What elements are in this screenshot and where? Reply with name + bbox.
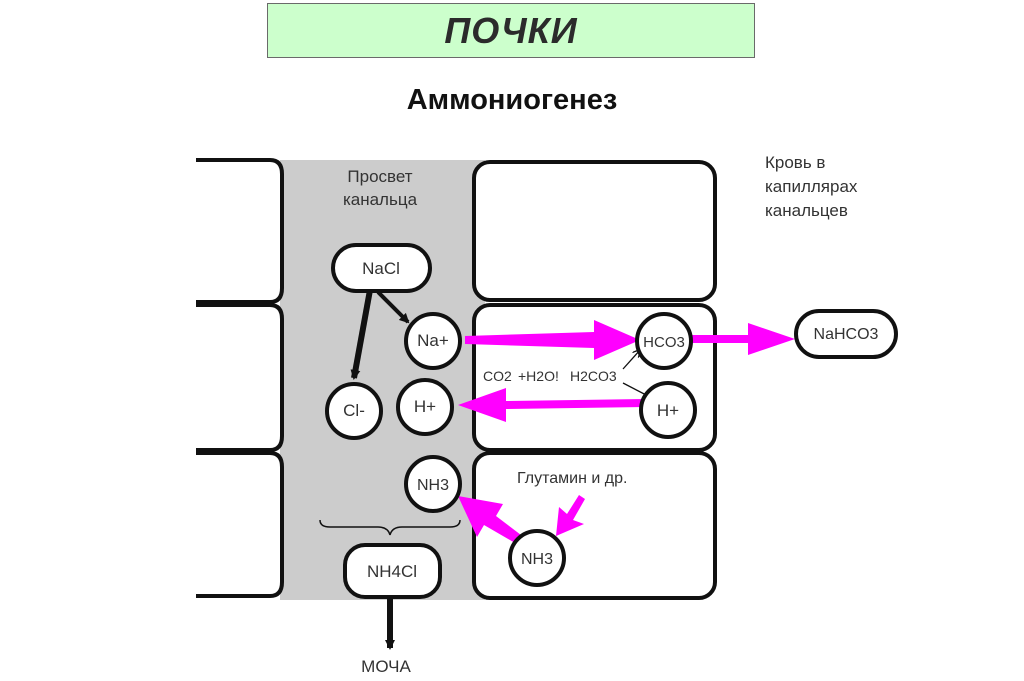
nh4cl-node <box>343 543 442 599</box>
h-plus-lumen-label: H+ <box>414 397 436 416</box>
cl-minus-node <box>325 382 383 440</box>
blood-label-2: капиллярах <box>765 177 858 196</box>
reaction-h2o: +H2O! <box>518 368 559 384</box>
nacl-node <box>331 243 432 293</box>
reaction-co2: CO2 <box>483 368 512 384</box>
h-plus-cell-node <box>639 381 697 439</box>
na-plus-label: Na+ <box>417 331 449 350</box>
brace <box>319 519 461 536</box>
arrow-glutamine-to-nh3 <box>556 495 585 536</box>
h-plus-lumen-node <box>396 378 454 436</box>
nh4cl-label: NH4Cl <box>367 562 417 581</box>
tubule-lumen <box>280 160 485 600</box>
glutamine-label: Глутамин и др. <box>517 470 627 487</box>
right-cell-top <box>472 160 717 302</box>
arrow-nacl-to-cl <box>350 289 373 380</box>
nahco3-node <box>794 309 898 359</box>
left-cell-middle <box>196 303 284 452</box>
arrow-na-to-hco3 <box>465 320 640 360</box>
title-box: ПОЧКИ <box>267 3 755 58</box>
blood-label-1: Кровь в <box>765 153 825 172</box>
lumen-label-2: канальца <box>343 190 418 209</box>
blood-label-3: канальцев <box>765 201 848 220</box>
hco3-node <box>635 312 693 370</box>
na-plus-node <box>404 312 462 370</box>
hco3-label: HCO3 <box>643 334 685 351</box>
h-plus-cell-label: H+ <box>657 401 679 420</box>
arrow-nh3-cell-to-lumen <box>458 496 521 543</box>
urine-label: МОЧА <box>361 657 411 676</box>
nahco3-label: NaHCO3 <box>814 326 879 343</box>
nh3-cell-label: NH3 <box>521 551 553 568</box>
nacl-label: NaCl <box>362 259 400 278</box>
left-cell-top <box>196 158 284 304</box>
lumen-label-1: Просвет <box>347 167 412 186</box>
arrow-hco3-to-nahco3 <box>690 323 795 355</box>
nh3-lumen-node <box>404 455 462 513</box>
reaction-h2co3: H2CO3 <box>570 368 617 384</box>
nh3-cell-node <box>508 529 566 587</box>
arrow-h2co3-to-hco3 <box>622 350 640 370</box>
page-subtitle: Аммониогенез <box>406 84 618 116</box>
left-cell-bottom <box>196 451 284 598</box>
cl-minus-label: Cl- <box>343 401 365 420</box>
arrow-h-to-h <box>458 388 648 422</box>
arrow-nacl-to-na <box>376 290 410 324</box>
page-title: ПОЧКИ <box>444 9 578 51</box>
nh3-lumen-label: NH3 <box>417 477 449 494</box>
